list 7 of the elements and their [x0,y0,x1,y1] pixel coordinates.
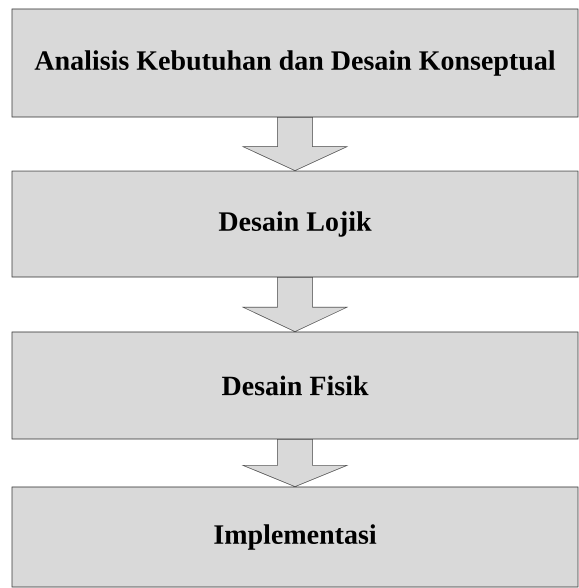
process-box: Analisis Kebutuhan dan Desain Konseptual [12,8,578,118]
block-arrow [242,117,348,171]
process-box: Desain Lojik [12,170,578,278]
block-arrow [242,277,348,332]
process-box: Implementasi [12,486,578,588]
block-arrow [241,439,349,487]
process-box: Desain Fisik [12,332,578,440]
